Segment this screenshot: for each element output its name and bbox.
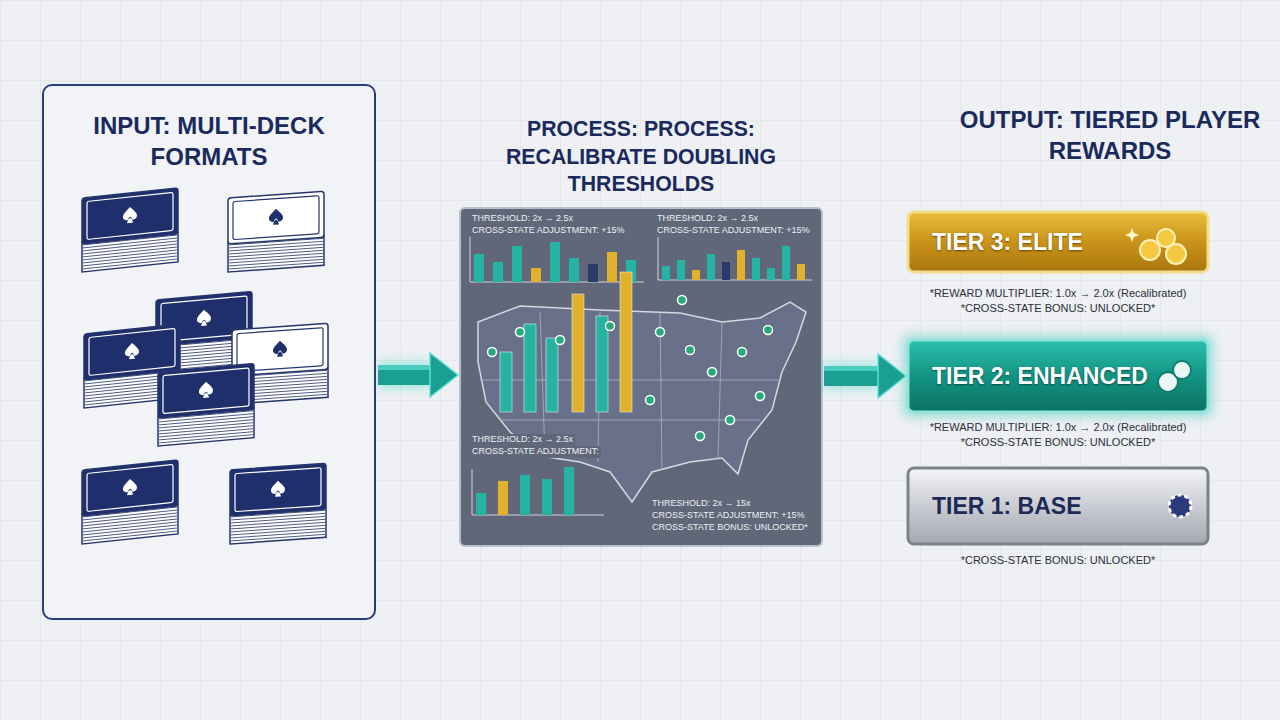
annotation-text: *CROSS-STATE BONUS: UNLOCKED* (898, 553, 1218, 567)
card-deck (82, 188, 178, 272)
tier-button: TIER 2: ENHANCED (908, 340, 1208, 412)
annotation-text: CROSS-STATE ADJUSTMENT: +15% (470, 225, 626, 237)
input-panel: INPUT: MULTI-DECK FORMATS (42, 84, 376, 620)
tier-label: TIER 2: ENHANCED (932, 363, 1148, 390)
annotation-text: THRESHOLD: 2x → 15x (650, 498, 753, 510)
column-heading: OUTPUT: TIERED PLAYER REWARDS (940, 104, 1280, 166)
annotation-text: THRESHOLD: 2x → 2.5x (655, 213, 760, 225)
annotation-text: *CROSS-STATE BONUS: UNLOCKED* (898, 435, 1218, 449)
card-deck (82, 460, 178, 544)
annotation-text: *REWARD MULTIPLIER: 1.0x → 2.0x (Recalib… (898, 420, 1218, 434)
annotation-text: CROSS-STATE ADJUSTMENT: +15% (655, 225, 811, 237)
annotation-text: THRESHOLD: 2x → 2.5x (470, 213, 575, 225)
card-deck (230, 463, 326, 544)
input-panel-fill (42, 84, 376, 620)
card-decks (82, 188, 328, 544)
card-deck (228, 191, 324, 272)
tier-label: TIER 1: BASE (932, 493, 1082, 520)
card-deck (158, 364, 254, 446)
tier-base-button (908, 468, 1208, 544)
tier-button: TIER 1: BASE (908, 468, 1208, 544)
flow-arrow (378, 353, 458, 397)
process-panel: PROCESS: PROCESS: RECALIBRATE DOUBLING T… (460, 95, 822, 546)
annotation-text: CROSS-STATE BONUS: UNLOCKED* (650, 522, 810, 534)
flow-arrow (824, 354, 906, 398)
annotation-text: *CROSS-STATE BONUS: UNLOCKED* (898, 301, 1218, 315)
tier-glow (902, 334, 1214, 418)
tier-elite-button (908, 212, 1208, 272)
tier-enhanced-button (908, 340, 1208, 412)
column-heading: PROCESS: PROCESS: RECALIBRATE DOUBLING T… (460, 116, 822, 199)
annotation-text: THRESHOLD: 2x → 2.5x (470, 434, 575, 446)
annotation-text: CROSS-STATE ADJUSTMENT: +15% (650, 510, 806, 522)
column-heading: INPUT: MULTI-DECK FORMATS (58, 110, 360, 172)
annotation-text: CROSS-STATE ADJUSTMENT: (470, 446, 601, 458)
process-panel-fill (460, 208, 822, 546)
tier-button: TIER 3: ELITE (908, 212, 1208, 272)
us-map-outline (478, 302, 806, 502)
map-dots (488, 296, 773, 441)
tier-label: TIER 3: ELITE (932, 229, 1083, 256)
annotation-text: *REWARD MULTIPLIER: 1.0x → 2.0x (Recalib… (898, 286, 1218, 300)
bar-charts (470, 234, 812, 515)
